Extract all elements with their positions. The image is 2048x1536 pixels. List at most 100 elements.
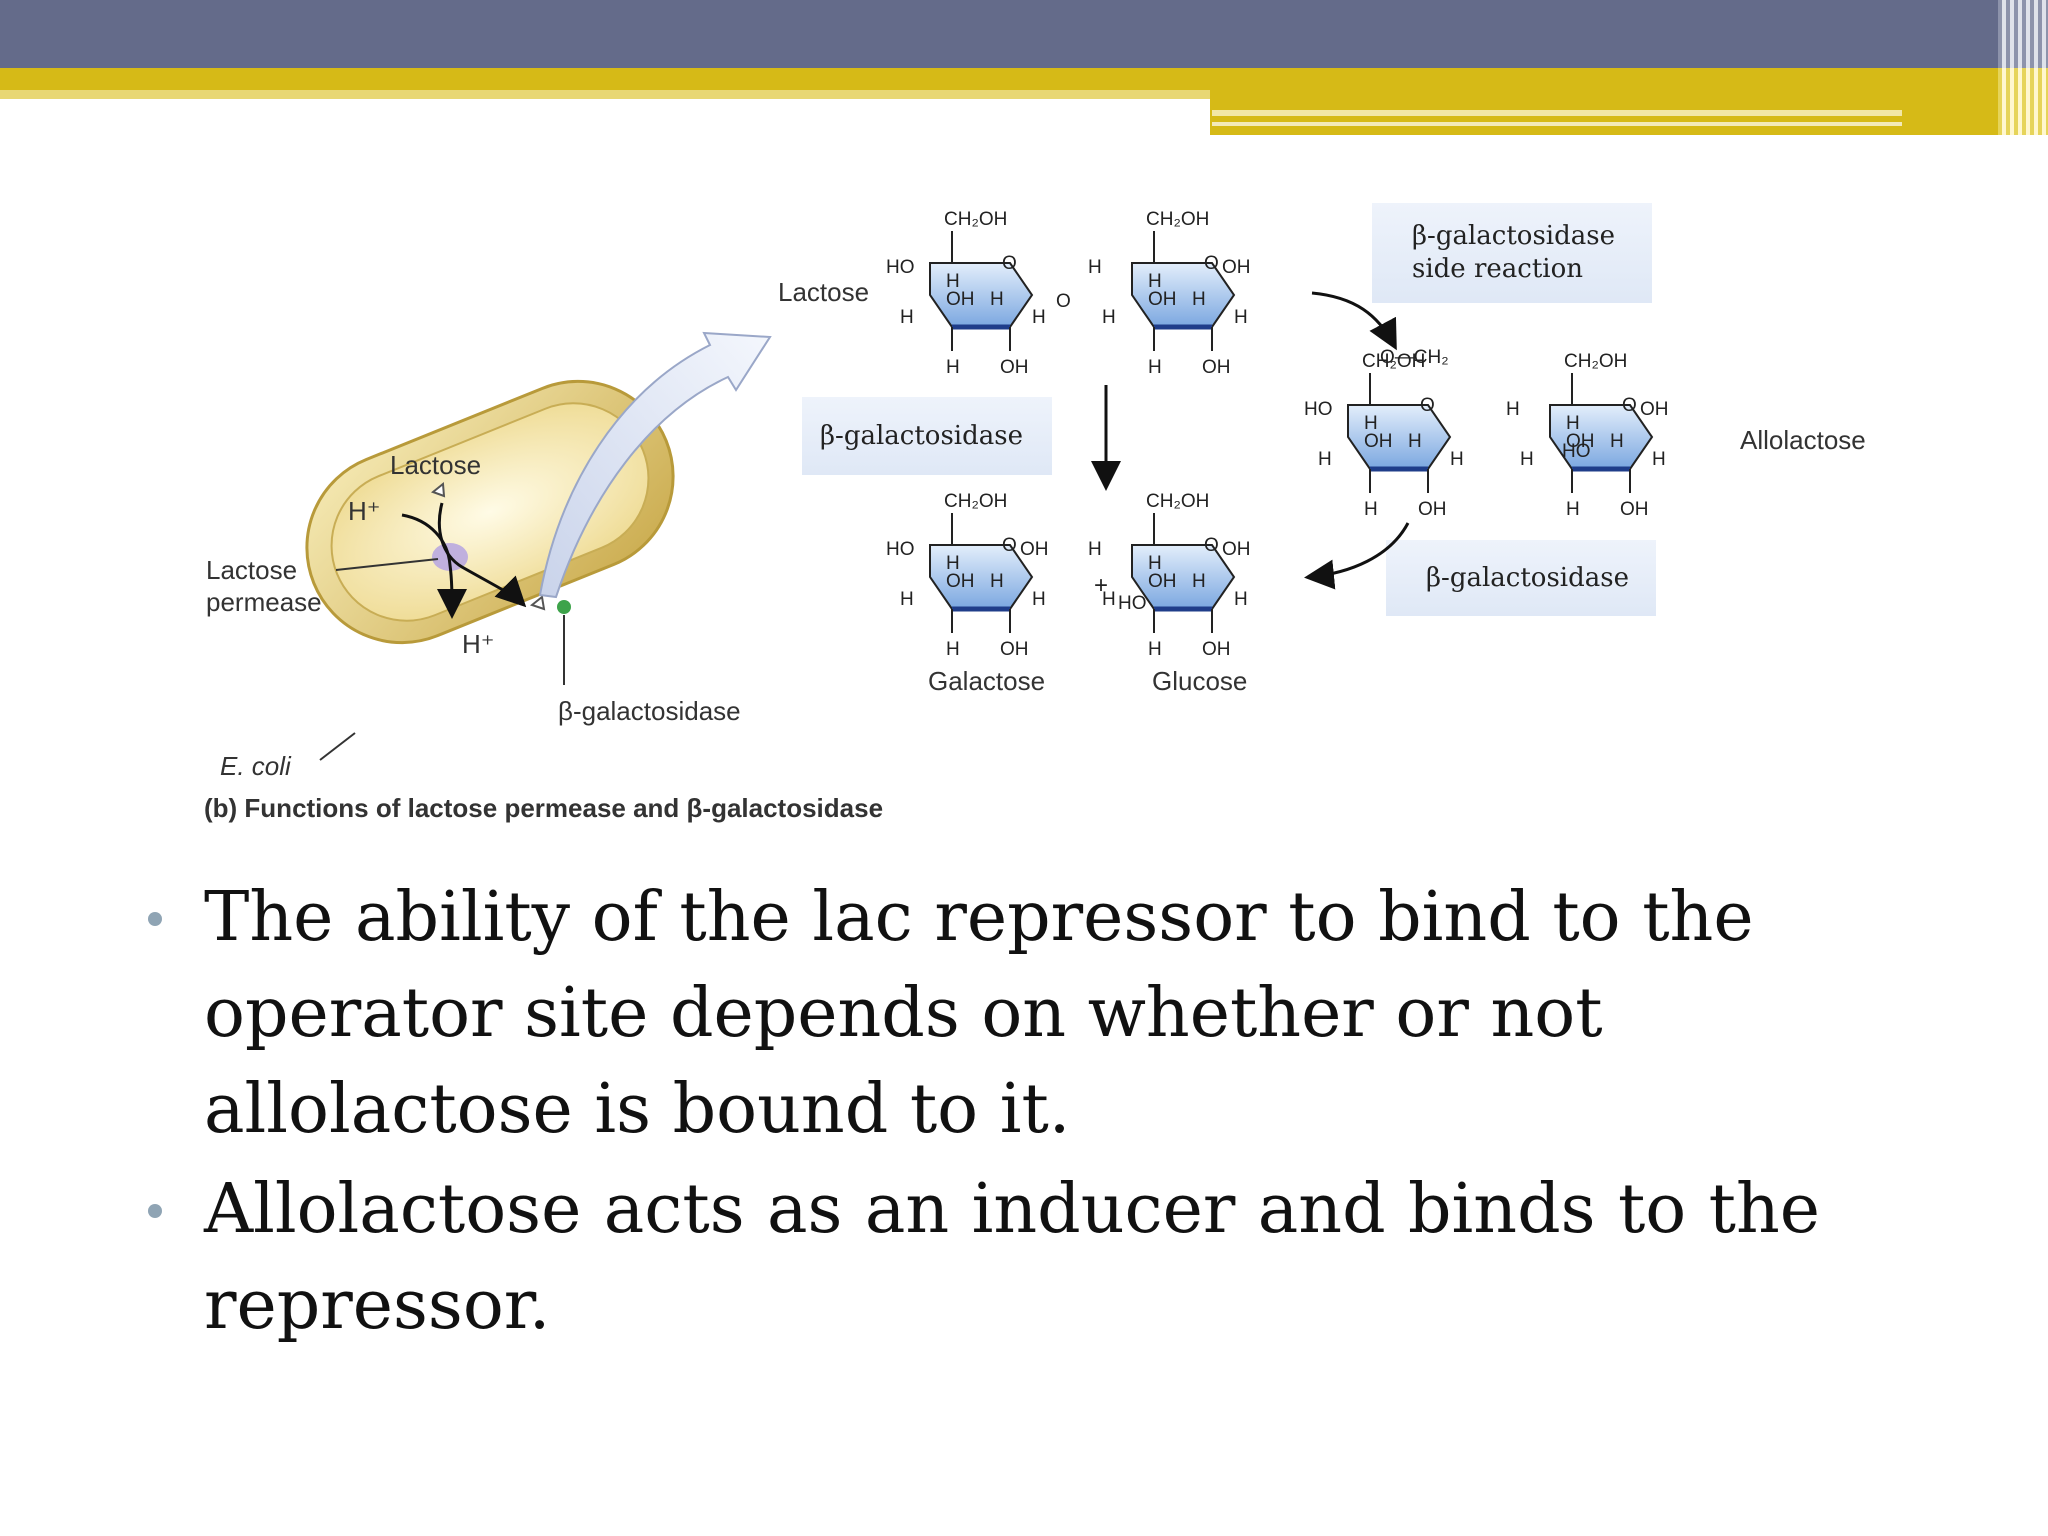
galactose-oh-label: OH xyxy=(1000,639,1029,660)
lactose-glc-h-label: H xyxy=(1102,307,1116,328)
allolactose-glc-oh-label: OH xyxy=(1566,431,1595,452)
lactose-molecule-label: Lactose xyxy=(778,277,869,307)
glucose-h-label: H xyxy=(1192,571,1206,592)
accent-bar-thin xyxy=(0,90,1210,99)
bullet-item: Allolactose acts as an inducer and binds… xyxy=(140,1162,1820,1354)
lactose-gal-c4-label: HO xyxy=(886,257,915,278)
allolactose-glc-anomeric-label: OH xyxy=(1640,399,1669,420)
figure-caption: (b) Functions of lactose permease and β-… xyxy=(204,793,883,823)
side-reaction-line2: side reaction xyxy=(1412,254,1583,284)
allolactose-hydrolysis-box xyxy=(1386,540,1656,616)
allolactose-gal-ring-o-label: O xyxy=(1420,395,1435,416)
galactose-anomeric-label: OH xyxy=(1020,539,1049,560)
glucose-h-label: H xyxy=(1102,589,1116,610)
permease-leader xyxy=(335,558,439,571)
h-plus-outside-label: H⁺ xyxy=(348,496,381,526)
glucose-h-label: H xyxy=(1234,589,1248,610)
lactose-glc-oh-label: OH xyxy=(1202,357,1231,378)
glucose-c4-label: H xyxy=(1088,539,1102,560)
ecoli-leader xyxy=(319,732,356,761)
corner-stripes-gold xyxy=(1998,68,2048,135)
lactose-gal-h-label: H xyxy=(990,289,1004,310)
bullet-dot xyxy=(148,1204,162,1218)
galactose-ch2oh-label: CH₂OH xyxy=(944,491,1007,512)
side-reaction-label: β-galactosidase side reaction xyxy=(1412,221,1623,284)
allolactose-hydrolysis-label: β-galactosidase xyxy=(1426,563,1629,593)
allolactose-gal-c4-label: HO xyxy=(1304,399,1333,420)
allolactose-hydrolysis-arrow xyxy=(1304,522,1410,590)
ecoli-label: E. coli xyxy=(220,751,292,781)
allolactose-gal-h-label: H xyxy=(1364,499,1378,520)
galactose-ring-o-label: O xyxy=(1002,535,1017,556)
enzyme-dot xyxy=(557,600,571,614)
glucose-anomeric-label: OH xyxy=(1222,539,1251,560)
lactose-glc-c4-label: H xyxy=(1088,257,1102,278)
h-plus-inside-label: H⁺ xyxy=(462,629,495,659)
accent-bar xyxy=(0,68,2000,90)
lactose-outside-marker xyxy=(430,482,446,498)
enzyme-cell-label: β-galactosidase xyxy=(558,696,741,726)
permease-label-line2: permease xyxy=(206,587,322,617)
bullet-item: The ability of the lac repressor to bind… xyxy=(140,870,1820,1158)
allolactose-glc-c4-label: H xyxy=(1506,399,1520,420)
allolactose-gal-h-label: H xyxy=(1450,449,1464,470)
glucose-oh-label: OH xyxy=(1148,571,1177,592)
side-reaction-box xyxy=(1372,203,1652,303)
header-bar xyxy=(0,0,2048,68)
accent-line xyxy=(1212,110,1902,116)
side-reaction-arrow xyxy=(1311,291,1397,351)
galactose-h-label: H xyxy=(900,589,914,610)
lactose-glc-oh-label: OH xyxy=(1148,289,1177,310)
lactose-gal-ch2oh-label: CH₂OH xyxy=(944,209,1007,230)
lactose-gal-ring-o-label: O xyxy=(1002,253,1017,274)
glucose-ch2oh-label: CH₂OH xyxy=(1146,491,1209,512)
plus-sign: + xyxy=(1094,572,1108,599)
allolactose-gal-h-label: H xyxy=(1408,431,1422,452)
lactose-gal-h-label: H xyxy=(946,271,960,292)
bullet-text: The ability of the lac repressor to bind… xyxy=(204,878,1754,1149)
allolactose-glc-h-label: H xyxy=(1520,449,1534,470)
allolactose-glc-h-label: H xyxy=(1566,499,1580,520)
galactose-c4-label: HO xyxy=(886,539,915,560)
lactose-glc-h-label: H xyxy=(1234,307,1248,328)
lactose-glc-h-label: H xyxy=(1148,357,1162,378)
glucose-ho-label: HO xyxy=(1118,593,1147,614)
lactose-glc-ring-o-label: O xyxy=(1204,253,1219,274)
lactose-uptake-arrow xyxy=(437,502,527,608)
glucose-oh-label: OH xyxy=(1202,639,1231,660)
bullet-text: Allolactose acts as an inducer and binds… xyxy=(204,1170,1820,1345)
glycosidic-o-label: O xyxy=(1056,291,1071,312)
allolactose-link-label: O—CH₂ xyxy=(1380,347,1449,368)
glucose-ring-o-label: O xyxy=(1204,535,1219,556)
allolactose-gal-oh-label: OH xyxy=(1418,499,1447,520)
lactose-outside-label: Lactose xyxy=(390,450,481,480)
allolactose-gal-ch2oh-label: CH₂OH xyxy=(1362,351,1425,372)
hydrolysis-label: β-galactosidase xyxy=(820,421,1023,451)
hydrolysis-box xyxy=(802,397,1052,475)
lactose-gal-h-label: H xyxy=(1032,307,1046,328)
allolactose-glc-h-label: H xyxy=(1566,413,1580,434)
allolactose-molecule-label: Allolactose xyxy=(1740,425,1866,455)
allolactose-glc-h-label: H xyxy=(1610,431,1624,452)
lactose-gal-oh-label: OH xyxy=(1000,357,1029,378)
allolactose-glc-ch2oh-label: CH₂OH xyxy=(1564,351,1627,372)
lactose-metabolism-diagram: Lactose H⁺ H⁺ Lactose permease β-galacto… xyxy=(204,203,1866,823)
permease-label: Lactose permease xyxy=(206,555,322,617)
lactose-gal-h-label: H xyxy=(900,307,914,328)
allolactose-gal-h-label: H xyxy=(1364,413,1378,434)
galactose-h-label: H xyxy=(1032,589,1046,610)
bullet-list: The ability of the lac repressor to bind… xyxy=(140,870,1820,1358)
glucose-h-label: H xyxy=(1148,553,1162,574)
allolactose-gal-h-label: H xyxy=(1318,449,1332,470)
lactose-gal-oh-label: OH xyxy=(946,289,975,310)
allolactose-gal-oh-label: OH xyxy=(1364,431,1393,452)
accent-line-2 xyxy=(1212,122,1902,126)
allolactose-ho-label: HO xyxy=(1562,441,1591,462)
side-reaction-line1: β-galactosidase xyxy=(1412,221,1615,251)
galactose-h-label: H xyxy=(990,571,1004,592)
allolactose-glc-h-label: H xyxy=(1652,449,1666,470)
galactose-label: Galactose xyxy=(928,666,1045,696)
proton-arrow xyxy=(401,513,467,619)
galactose-oh-label: OH xyxy=(946,571,975,592)
